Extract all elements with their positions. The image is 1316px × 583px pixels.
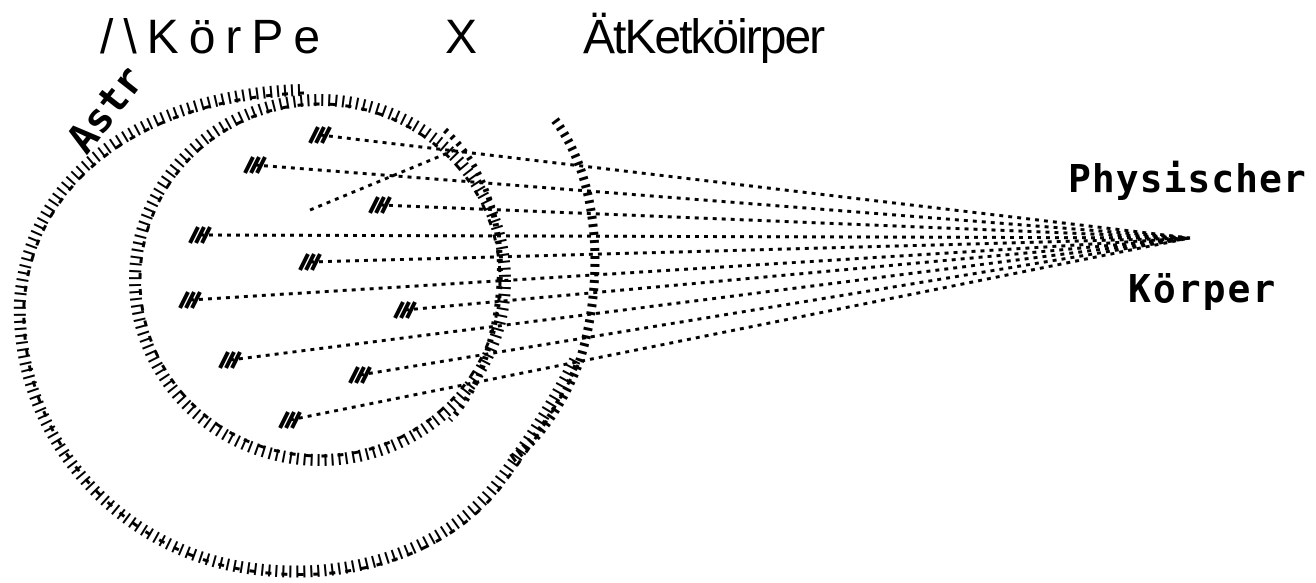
inner-etheric-body-ellipse: [135, 100, 505, 460]
ring-arc-right: [445, 120, 595, 460]
physischer-label: Physischer: [1068, 160, 1307, 198]
koerper-label: Körper: [1128, 270, 1277, 308]
force-center-marks: [180, 127, 415, 428]
etheric-rays: [190, 135, 1190, 420]
